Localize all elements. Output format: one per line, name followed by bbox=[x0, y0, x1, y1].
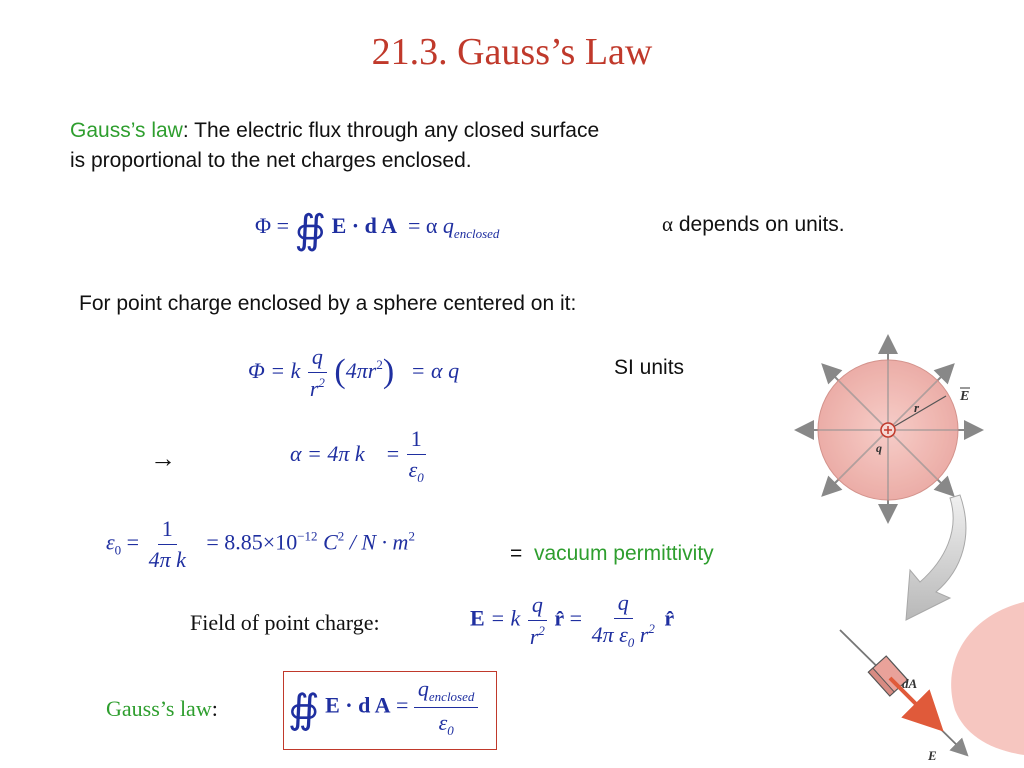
eq1-integrand: E · d A bbox=[331, 213, 397, 238]
eq6-num: q bbox=[417, 676, 429, 701]
eq4-units-c-sup: 2 bbox=[337, 528, 345, 544]
eq2-lhs: Φ = k bbox=[248, 358, 301, 384]
eq5-rhat: r̂ bbox=[554, 605, 565, 631]
eq5-fraction-1: q r2 bbox=[526, 592, 549, 650]
eq3-den-sub: 0 bbox=[417, 470, 424, 485]
bottom-gauss-law-term: Gauss’s law bbox=[106, 696, 212, 721]
eq6-num-sub: enclosed bbox=[428, 689, 475, 704]
eq4-lhs: ε bbox=[106, 529, 115, 555]
eq6-fraction: qenclosed ε0 bbox=[413, 676, 479, 739]
intro-line-1: The electric flux through any closed sur… bbox=[194, 119, 600, 142]
alpha-symbol: α bbox=[662, 212, 674, 236]
eq5-den2-sup: 2 bbox=[648, 621, 655, 636]
vacuum-permittivity-note: = vacuum permittivity bbox=[510, 542, 714, 566]
eq4-exp: −12 bbox=[297, 528, 318, 544]
si-units-label: SI units bbox=[614, 356, 685, 379]
bottom-colon: : bbox=[211, 696, 218, 721]
alpha-note: α depends on units. bbox=[662, 212, 845, 237]
eq2-fraction: q r2 bbox=[306, 344, 329, 402]
gauss-law-equation: ∯ E · d A = qenclosed ε0 bbox=[288, 676, 479, 739]
implies-arrow: → bbox=[150, 444, 176, 473]
slide-title: 21.3. Gauss’s Law bbox=[371, 31, 653, 73]
eq6-eq: = bbox=[395, 692, 409, 718]
eq5-num2: q bbox=[613, 590, 633, 619]
eq4-eq: = bbox=[121, 529, 140, 555]
point-charge-flux-equation: Φ = k q r2 (4πr2) = α q bbox=[248, 344, 460, 402]
field-E-label: E bbox=[959, 389, 969, 404]
curved-transition-arrow bbox=[905, 494, 967, 621]
vacuum-permittivity-term: vacuum permittivity bbox=[533, 542, 714, 565]
eq5-fraction-2: q 4π ε0 r2 bbox=[588, 590, 659, 651]
eq4-lhs-sub: 0 bbox=[114, 542, 122, 558]
field-equation: E = k q r2 r̂ = q 4π ε0 r2 r̂ bbox=[470, 590, 674, 651]
eq3-den: ε bbox=[408, 457, 418, 482]
vp-equals: = bbox=[510, 542, 523, 565]
area-vector-arrow bbox=[888, 676, 944, 732]
eq2-den: r bbox=[309, 376, 319, 401]
gauss-law-term: Gauss’s law bbox=[70, 119, 183, 142]
field-label: Field of point charge: bbox=[190, 610, 380, 635]
eq3-num: 1 bbox=[406, 426, 426, 455]
eq5-E: E bbox=[470, 605, 485, 631]
flux-integral-equation: Φ = ∯ E · d A = α qenclosed bbox=[255, 206, 499, 253]
eq5-den2-r: r bbox=[634, 622, 649, 647]
gauss-law-box bbox=[283, 671, 497, 750]
eq5-num: q bbox=[527, 592, 547, 621]
eq4-units-rest: / N · m bbox=[344, 529, 409, 555]
eq3-lhs: α = 4π k bbox=[290, 441, 365, 467]
eq5-den2: 4π ε bbox=[591, 622, 628, 647]
area-vector-label: dA bbox=[902, 676, 918, 691]
eq5-den2-sub: 0 bbox=[627, 635, 635, 650]
sphere-surface-patch bbox=[951, 602, 1024, 755]
eq5-eq-k: = k bbox=[490, 605, 521, 631]
eq5-eq: = bbox=[569, 605, 583, 631]
eq5-rhat2: r̂ bbox=[664, 605, 675, 631]
eq4-den: 4π k bbox=[148, 547, 186, 572]
eq6-den-sub: 0 bbox=[447, 723, 454, 738]
eq2-den-sup: 2 bbox=[318, 375, 325, 390]
permittivity-equation: ε0 = 1 4π k = 8.85×10−12 C2 / N · m2 bbox=[106, 516, 415, 573]
gauss-law-statement: Gauss’s law: The electric flux through a… bbox=[70, 116, 599, 176]
eq2-paren: 4πr bbox=[345, 358, 377, 384]
eq1-middle: = α bbox=[407, 213, 438, 238]
eq2-num: q bbox=[307, 344, 327, 373]
eq6-integrand: E · d A bbox=[325, 692, 391, 718]
eq4-units-c: C bbox=[323, 529, 338, 555]
eq3-fraction: 1 ε0 bbox=[405, 426, 428, 486]
eq4-num: 1 bbox=[157, 516, 177, 545]
eq6-den: ε bbox=[438, 710, 448, 735]
eq3-eq: = bbox=[386, 441, 400, 467]
eq1-lhs: Φ = bbox=[255, 213, 289, 238]
eq2-rhs: = α q bbox=[410, 358, 460, 384]
radius-label: r bbox=[914, 400, 920, 415]
eq5-den: r bbox=[529, 623, 539, 649]
radius-line bbox=[887, 395, 947, 431]
alpha-note-text: depends on units. bbox=[673, 213, 845, 236]
eq1-sub: enclosed bbox=[453, 226, 500, 241]
charge-label: q bbox=[876, 441, 882, 455]
intro-line-2: is proportional to the net charges enclo… bbox=[70, 149, 472, 172]
eq1-q: q bbox=[442, 213, 454, 238]
eq4-units-m-sup: 2 bbox=[408, 528, 415, 544]
alpha-equation: α = 4π k = 1 ε0 bbox=[290, 426, 428, 486]
eq5-den-sup: 2 bbox=[538, 622, 545, 638]
closed-integral-icon-2: ∯ bbox=[288, 686, 320, 732]
point-charge-sentence: For point charge enclosed by a sphere ce… bbox=[79, 292, 577, 315]
eq4-value: = 8.85×10 bbox=[206, 529, 298, 555]
intro-colon: : bbox=[182, 119, 195, 142]
eq4-fraction: 1 4π k bbox=[145, 516, 190, 573]
field-E-label-bottom: E bbox=[927, 748, 937, 763]
eq2-paren-sup: 2 bbox=[376, 357, 383, 373]
bottom-gauss-law-label: Gauss’s law: bbox=[106, 696, 218, 722]
closed-integral-icon: ∯ bbox=[294, 207, 327, 252]
gauss-sphere-figure: r q E dA E bbox=[794, 334, 1024, 763]
